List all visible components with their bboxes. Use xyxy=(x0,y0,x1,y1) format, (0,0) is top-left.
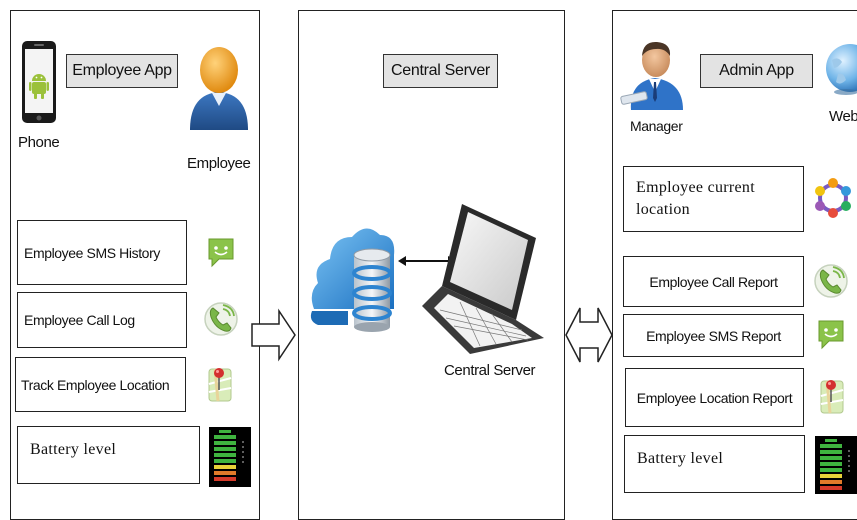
android-phone-icon xyxy=(22,41,56,123)
phone-caption: Phone xyxy=(18,134,60,151)
central-server-label: Central Server xyxy=(383,54,498,88)
laptop-icon xyxy=(422,204,544,354)
sms-icon xyxy=(818,320,844,350)
feature-box-location-report: Employee Location Report xyxy=(625,368,804,427)
feature-box-track-location: Track Employee Location xyxy=(15,357,186,412)
employee-avatar-icon xyxy=(190,47,248,130)
admin-app-label: Admin App xyxy=(700,54,813,88)
feature-box-sms-report: Employee SMS Report xyxy=(623,314,804,357)
globe-icon xyxy=(826,44,857,95)
cloud-database-icon xyxy=(310,228,395,332)
feature-box-battery-level: Battery level xyxy=(17,426,200,484)
double-arrow-icon xyxy=(565,307,613,363)
feature-box-call-report: Employee Call Report xyxy=(623,256,804,307)
feature-box-sms-history: Employee SMS History xyxy=(17,220,187,285)
battery-icon xyxy=(209,427,251,487)
phone-call-icon xyxy=(814,264,848,298)
manager-avatar-icon xyxy=(620,41,683,110)
map-pin-icon xyxy=(208,368,232,402)
map-pin-icon xyxy=(820,380,844,414)
sms-icon xyxy=(208,238,234,268)
manager-caption: Manager xyxy=(630,118,683,134)
network-ring-icon xyxy=(815,178,851,218)
block-arrow-icon xyxy=(251,308,296,362)
central-server-caption: Central Server xyxy=(444,362,536,379)
feature-box-call-log: Employee Call Log xyxy=(17,292,187,348)
web-caption: Web xyxy=(829,108,857,125)
feature-box-current-location: Employee current location xyxy=(623,166,804,232)
phone-call-icon xyxy=(204,302,238,336)
battery-icon xyxy=(815,436,857,494)
employee-caption: Employee xyxy=(187,155,251,172)
employee-app-label: Employee App xyxy=(66,54,178,88)
feature-box-battery-level-admin: Battery level xyxy=(624,435,805,493)
